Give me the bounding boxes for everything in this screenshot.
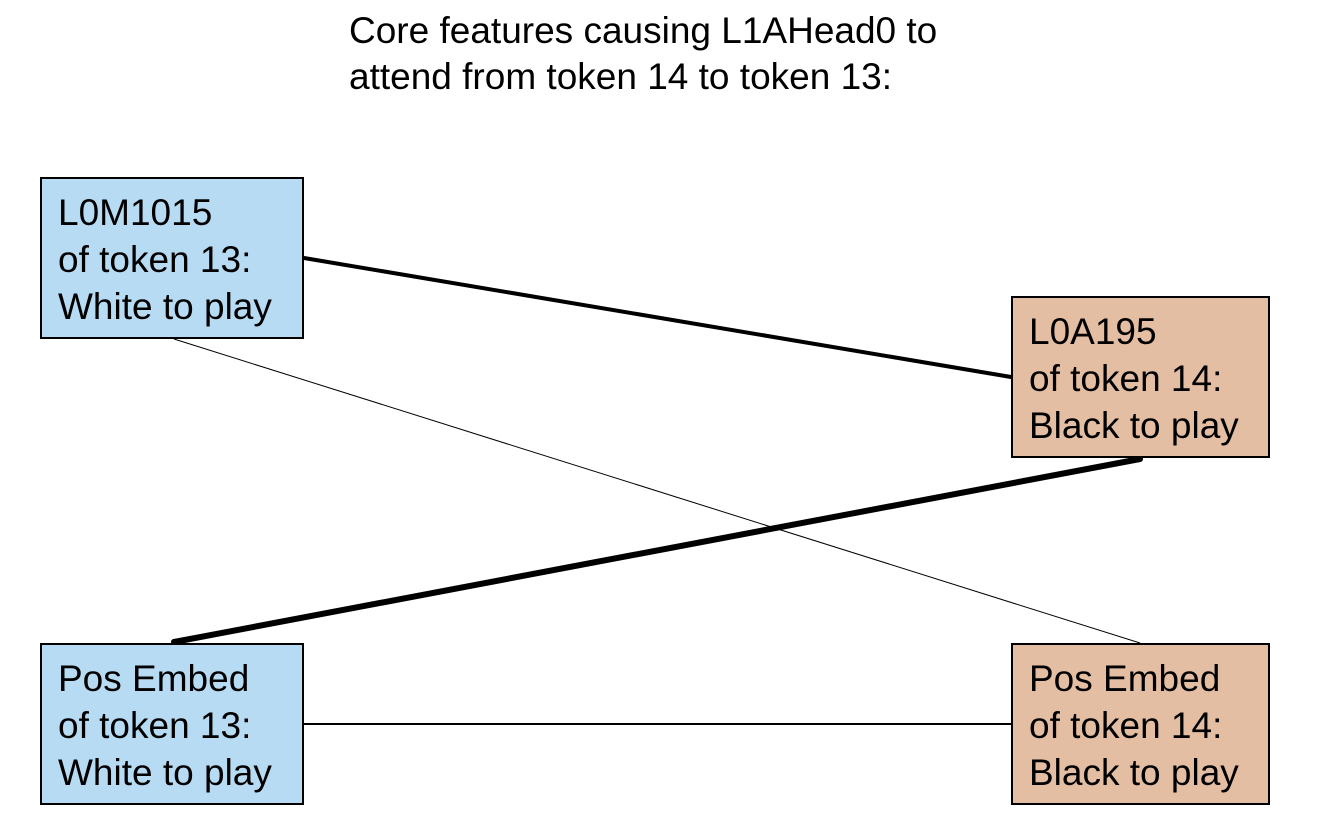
node-pos-embed-14-line-1: Pos Embed: [1029, 658, 1221, 699]
node-l0m1015-line-2: of token 13:: [58, 239, 252, 280]
edge-pos13-to-l0a195: [171, 456, 1143, 645]
title-line-1: Core features causing L1AHead0 to: [349, 10, 938, 51]
node-pos-embed-13: Pos Embed of token 13: White to play: [40, 643, 304, 805]
node-l0a195-line-1: L0A195: [1029, 311, 1157, 352]
edge-l0m1015-to-pos14: [173, 338, 1141, 644]
node-pos-embed-13-line-2: of token 13:: [58, 705, 252, 746]
diagram-title: Core features causing L1AHead0 to attend…: [349, 8, 1249, 100]
node-pos-embed-14-line-2: of token 14:: [1029, 705, 1223, 746]
node-l0a195-line-3: Black to play: [1029, 405, 1239, 446]
node-l0a195-line-2: of token 14:: [1029, 358, 1223, 399]
title-line-2: attend from token 14 to token 13:: [349, 56, 893, 97]
node-pos-embed-14: Pos Embed of token 14: Black to play: [1011, 643, 1270, 805]
edge-l0m1015-to-l0a195: [302, 256, 1013, 379]
node-pos-embed-14-line-3: Black to play: [1029, 752, 1239, 793]
node-l0m1015-line-3: White to play: [58, 286, 272, 327]
node-pos-embed-13-line-3: White to play: [58, 752, 272, 793]
node-l0m1015: L0M1015 of token 13: White to play: [40, 177, 304, 339]
node-pos-embed-13-line-1: Pos Embed: [58, 658, 250, 699]
node-l0m1015-line-1: L0M1015: [58, 192, 213, 233]
node-l0a195: L0A195 of token 14: Black to play: [1011, 296, 1270, 458]
